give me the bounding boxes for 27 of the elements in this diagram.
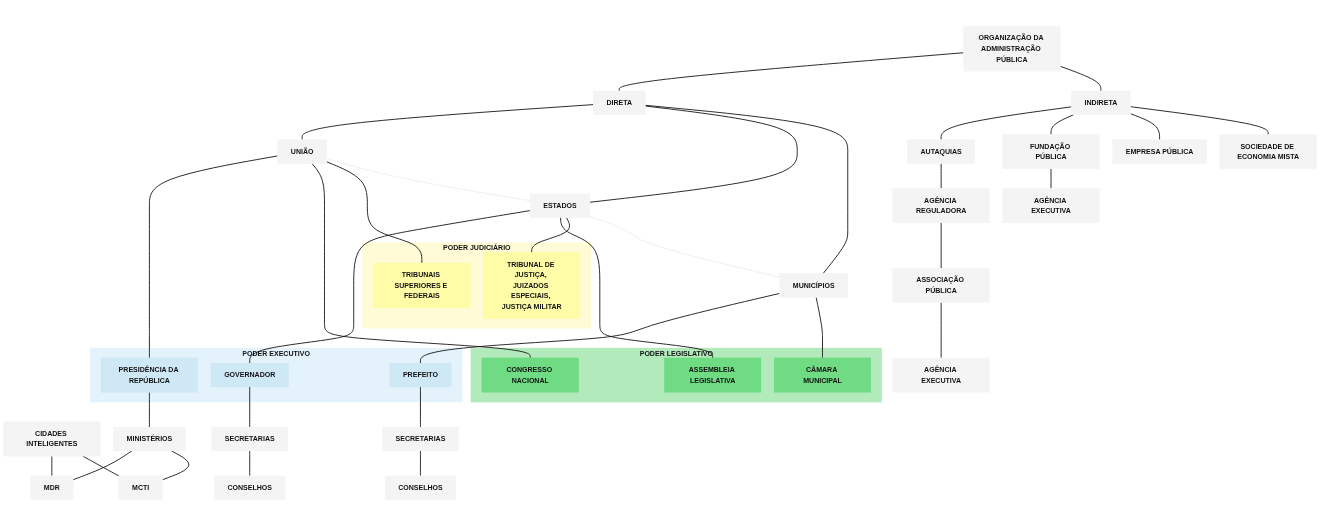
connector [149, 155, 279, 359]
connector [420, 292, 781, 364]
connector [249, 450, 251, 477]
connector [815, 296, 823, 359]
connector [1130, 106, 1269, 135]
connector [589, 105, 798, 203]
connector [72, 450, 133, 481]
connector [560, 217, 714, 359]
connector [326, 161, 423, 264]
connector [82, 455, 120, 477]
connector [618, 52, 964, 92]
connector [301, 104, 594, 141]
connector [644, 104, 849, 274]
connector [420, 450, 421, 477]
connector [326, 158, 531, 202]
connector [1130, 113, 1160, 141]
connector [311, 163, 531, 359]
connector [249, 386, 251, 428]
connector [531, 217, 570, 253]
connector [249, 210, 531, 364]
connector [161, 450, 190, 481]
connector [420, 386, 421, 428]
connector [1050, 114, 1075, 135]
connector [1059, 65, 1102, 92]
connector [940, 106, 1072, 141]
connector [149, 391, 150, 428]
connector [589, 215, 781, 278]
